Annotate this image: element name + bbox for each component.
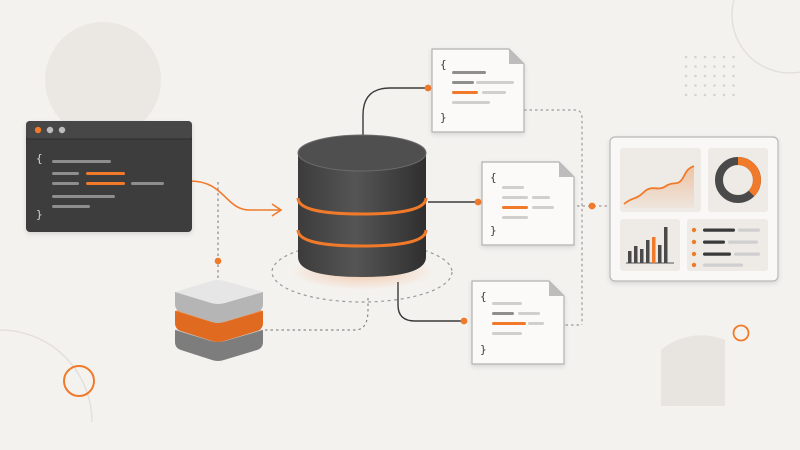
json-open-brace: { (490, 171, 497, 184)
connector-docs-to-dashboard (524, 109, 583, 325)
bar (640, 249, 644, 263)
area-fill (624, 166, 694, 208)
decor-orange-ring (63, 365, 95, 397)
connector-editor-to-db (189, 180, 280, 211)
json-document-icon: {} (481, 161, 575, 246)
bar (634, 246, 638, 263)
json-close-brace: } (440, 111, 447, 124)
json-open-brace: { (480, 290, 487, 303)
decor-circle (45, 22, 161, 138)
json-close-brace: } (480, 343, 487, 356)
connector-db-to-doc1 (362, 87, 428, 150)
dashboard-donut-chart-tile (708, 148, 768, 212)
json-document-icon: {} (431, 48, 525, 133)
dashboard-line-chart-tile (620, 148, 701, 212)
connector-node (460, 317, 468, 325)
connectors (189, 84, 608, 331)
arrow-head-icon (271, 203, 283, 217)
connector-node (474, 198, 482, 206)
window-dot-icon (34, 126, 42, 134)
dashboard-panel (609, 136, 779, 282)
background-decorations (0, 0, 800, 423)
connector-node (588, 202, 596, 210)
trend-line (623, 165, 695, 205)
editor-close-brace: } (36, 208, 43, 221)
json-documents: {}{}{} (431, 48, 575, 365)
donut-segment (737, 157, 761, 197)
dashboard-list-tile (687, 219, 768, 271)
database-icon (290, 134, 434, 290)
decor-ring (731, 0, 800, 74)
decor-quarter-circle (661, 335, 725, 406)
bar (646, 240, 650, 263)
bar (664, 227, 668, 263)
window-dot-icon (46, 126, 54, 134)
bar (628, 251, 632, 263)
bar (658, 245, 662, 263)
editor-open-brace: { (36, 152, 43, 165)
json-close-brace: } (490, 224, 497, 237)
decor-arc (0, 329, 93, 423)
window-dot-icon (58, 126, 66, 134)
json-open-brace: { (440, 58, 447, 71)
json-document-icon: {} (471, 280, 565, 365)
bar (652, 237, 656, 263)
dashboard-bar-chart-tile (620, 219, 680, 271)
stacked-layers-icon (175, 280, 263, 361)
connector-node (424, 84, 432, 92)
decor-orange-ring-small (732, 324, 750, 342)
decor-dot-grid (684, 55, 735, 97)
connector-layers-to-db (265, 295, 369, 331)
connector-node (214, 257, 222, 265)
connector-db-to-doc3 (397, 282, 464, 322)
code-editor-window: { } (26, 121, 192, 232)
